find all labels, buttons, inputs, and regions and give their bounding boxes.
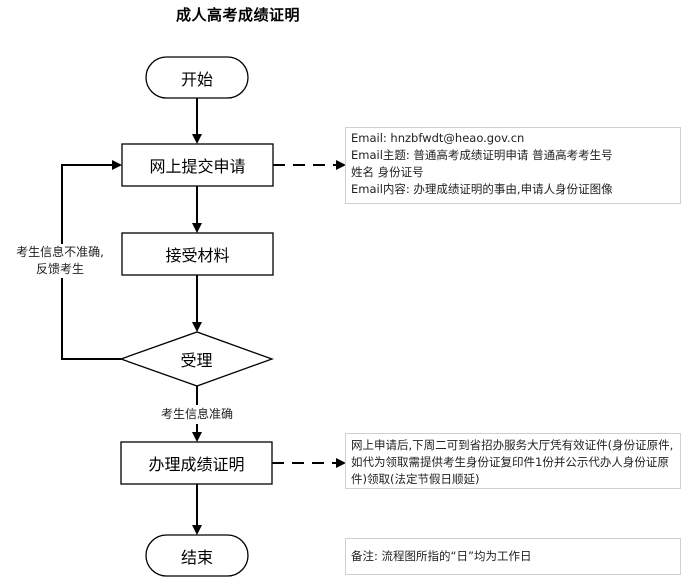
end-label: 结束: [180, 547, 213, 567]
end-terminal: [145, 534, 249, 577]
diagram-title: 成人高考成绩证明: [176, 6, 301, 24]
pickup-note: 网上申请后,下周二可到省招办服务大厅凭有效证件(身份证原件,如代为领取需提供考生…: [345, 433, 681, 489]
receive-label: 接受材料: [165, 246, 230, 265]
accept-decision: [119, 331, 274, 387]
process-box: [120, 441, 273, 485]
email-note: Email: hnzbfwdt@heao.gov.cn Email主题: 普通高…: [345, 127, 681, 204]
inaccurate-label: 考生信息不准确, 反馈考生: [4, 244, 116, 278]
accept-label: 受理: [180, 351, 213, 370]
submit-box: [121, 143, 274, 187]
email-note-line1: Email: hnzbfwdt@heao.gov.cn: [351, 131, 525, 145]
accurate-label: 考生信息准确: [140, 406, 254, 423]
process-label: 办理成绩证明: [148, 455, 245, 474]
start-label: 开始: [180, 69, 213, 89]
submit-label: 网上提交申请: [149, 157, 246, 176]
inaccurate-label-line1: 考生信息不准确,: [16, 245, 104, 259]
receive-box: [121, 232, 274, 276]
inaccurate-label-line2: 反馈考生: [35, 262, 84, 276]
remark-note: 备注: 流程图所指的“日”均为工作日: [345, 538, 681, 575]
email-note-line4: Email内容: 办理成绩证明的事由,申请人身份证图像: [351, 182, 613, 196]
email-note-line3: 姓名 身份证号: [351, 165, 424, 179]
email-note-line2: Email主题: 普通高考成绩证明申请 普通高考考生号: [351, 148, 613, 162]
